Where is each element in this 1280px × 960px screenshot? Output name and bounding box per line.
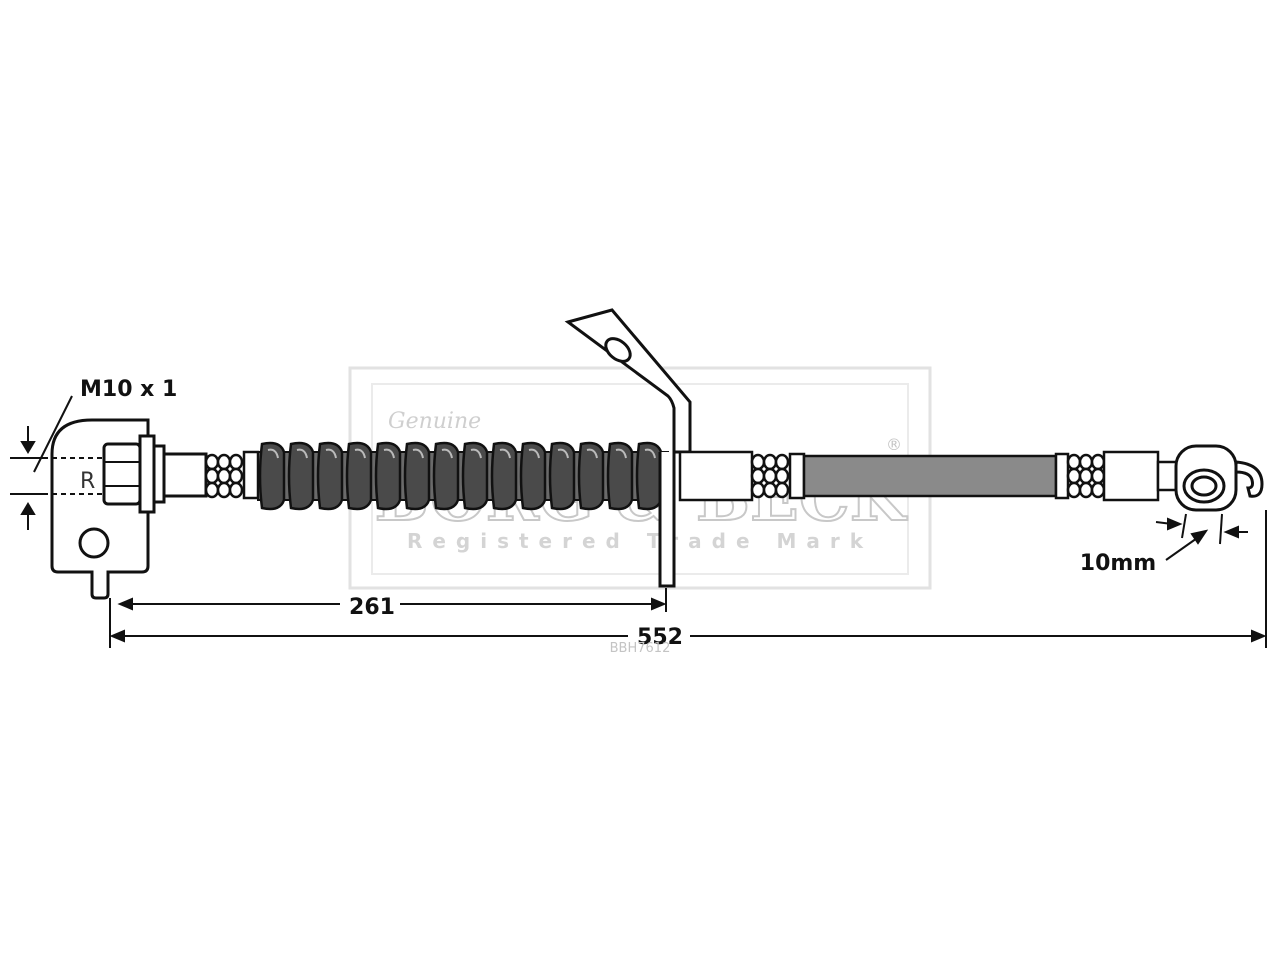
spring-coil bbox=[432, 441, 460, 511]
spring-coil-highlight bbox=[586, 448, 598, 459]
mounting-tab bbox=[564, 308, 692, 588]
spring-coil bbox=[519, 441, 547, 511]
spring-coil-highlight bbox=[499, 448, 511, 459]
spring-coil bbox=[287, 441, 315, 511]
left-crimp-beads bbox=[204, 450, 260, 500]
spring-coil-highlight bbox=[557, 448, 569, 459]
spring-coil-highlight bbox=[267, 448, 279, 459]
middle-crimp-beads bbox=[750, 453, 790, 499]
dimension-261-label: 261 bbox=[349, 595, 395, 620]
fitting-flange bbox=[138, 434, 156, 514]
right-crimp-beads bbox=[1066, 453, 1106, 499]
thread-spec-label: M10 x 1 bbox=[80, 377, 177, 402]
left-fitting bbox=[50, 418, 208, 600]
right-ferrule bbox=[1102, 450, 1160, 502]
spring-coil-highlight bbox=[383, 448, 395, 459]
spring-coil bbox=[490, 441, 518, 511]
watermark-script: Genuine bbox=[388, 409, 481, 434]
spring-coil-highlight bbox=[354, 448, 366, 459]
spring-coil-highlight bbox=[296, 448, 308, 459]
spring-coil bbox=[345, 441, 373, 511]
part-number: BBH7612 bbox=[610, 641, 671, 656]
spring-coil-highlight bbox=[441, 448, 453, 459]
spring-coil bbox=[635, 441, 663, 511]
spring-coil bbox=[548, 441, 576, 511]
dimension-10mm-label: 10mm bbox=[1080, 551, 1156, 576]
plain-hose bbox=[802, 454, 1058, 498]
dimension-552-label: 552 bbox=[637, 625, 683, 650]
spring-coil-highlight bbox=[325, 448, 337, 459]
right-hose bbox=[678, 450, 1180, 502]
spring-coil bbox=[461, 441, 489, 511]
banjo-eye bbox=[1174, 444, 1264, 512]
middle-ferrule bbox=[678, 450, 754, 502]
spring-coil bbox=[577, 441, 605, 511]
spring-coil-highlight bbox=[644, 448, 656, 459]
left-crimp-ferrule bbox=[162, 452, 208, 498]
mounting-tab-hole bbox=[604, 337, 632, 363]
spring-coil bbox=[316, 441, 344, 511]
spring-coil bbox=[403, 441, 431, 511]
spring-coils bbox=[258, 441, 663, 511]
end-marker: R bbox=[80, 469, 95, 494]
spring-coil-highlight bbox=[470, 448, 482, 459]
bracket-hole bbox=[78, 527, 110, 559]
watermark-registered: ® bbox=[886, 435, 902, 454]
spring-coil bbox=[258, 441, 286, 511]
watermark-tagline: Registered Trade Mark bbox=[407, 529, 873, 553]
spring-coil-highlight bbox=[528, 448, 540, 459]
hex-nut bbox=[102, 442, 142, 506]
spring-coil bbox=[606, 441, 634, 511]
spring-coil-highlight bbox=[615, 448, 627, 459]
dimension-lines bbox=[10, 395, 1267, 648]
spring-guard bbox=[257, 441, 669, 511]
spring-coil bbox=[374, 441, 402, 511]
spring-coil-highlight bbox=[412, 448, 424, 459]
